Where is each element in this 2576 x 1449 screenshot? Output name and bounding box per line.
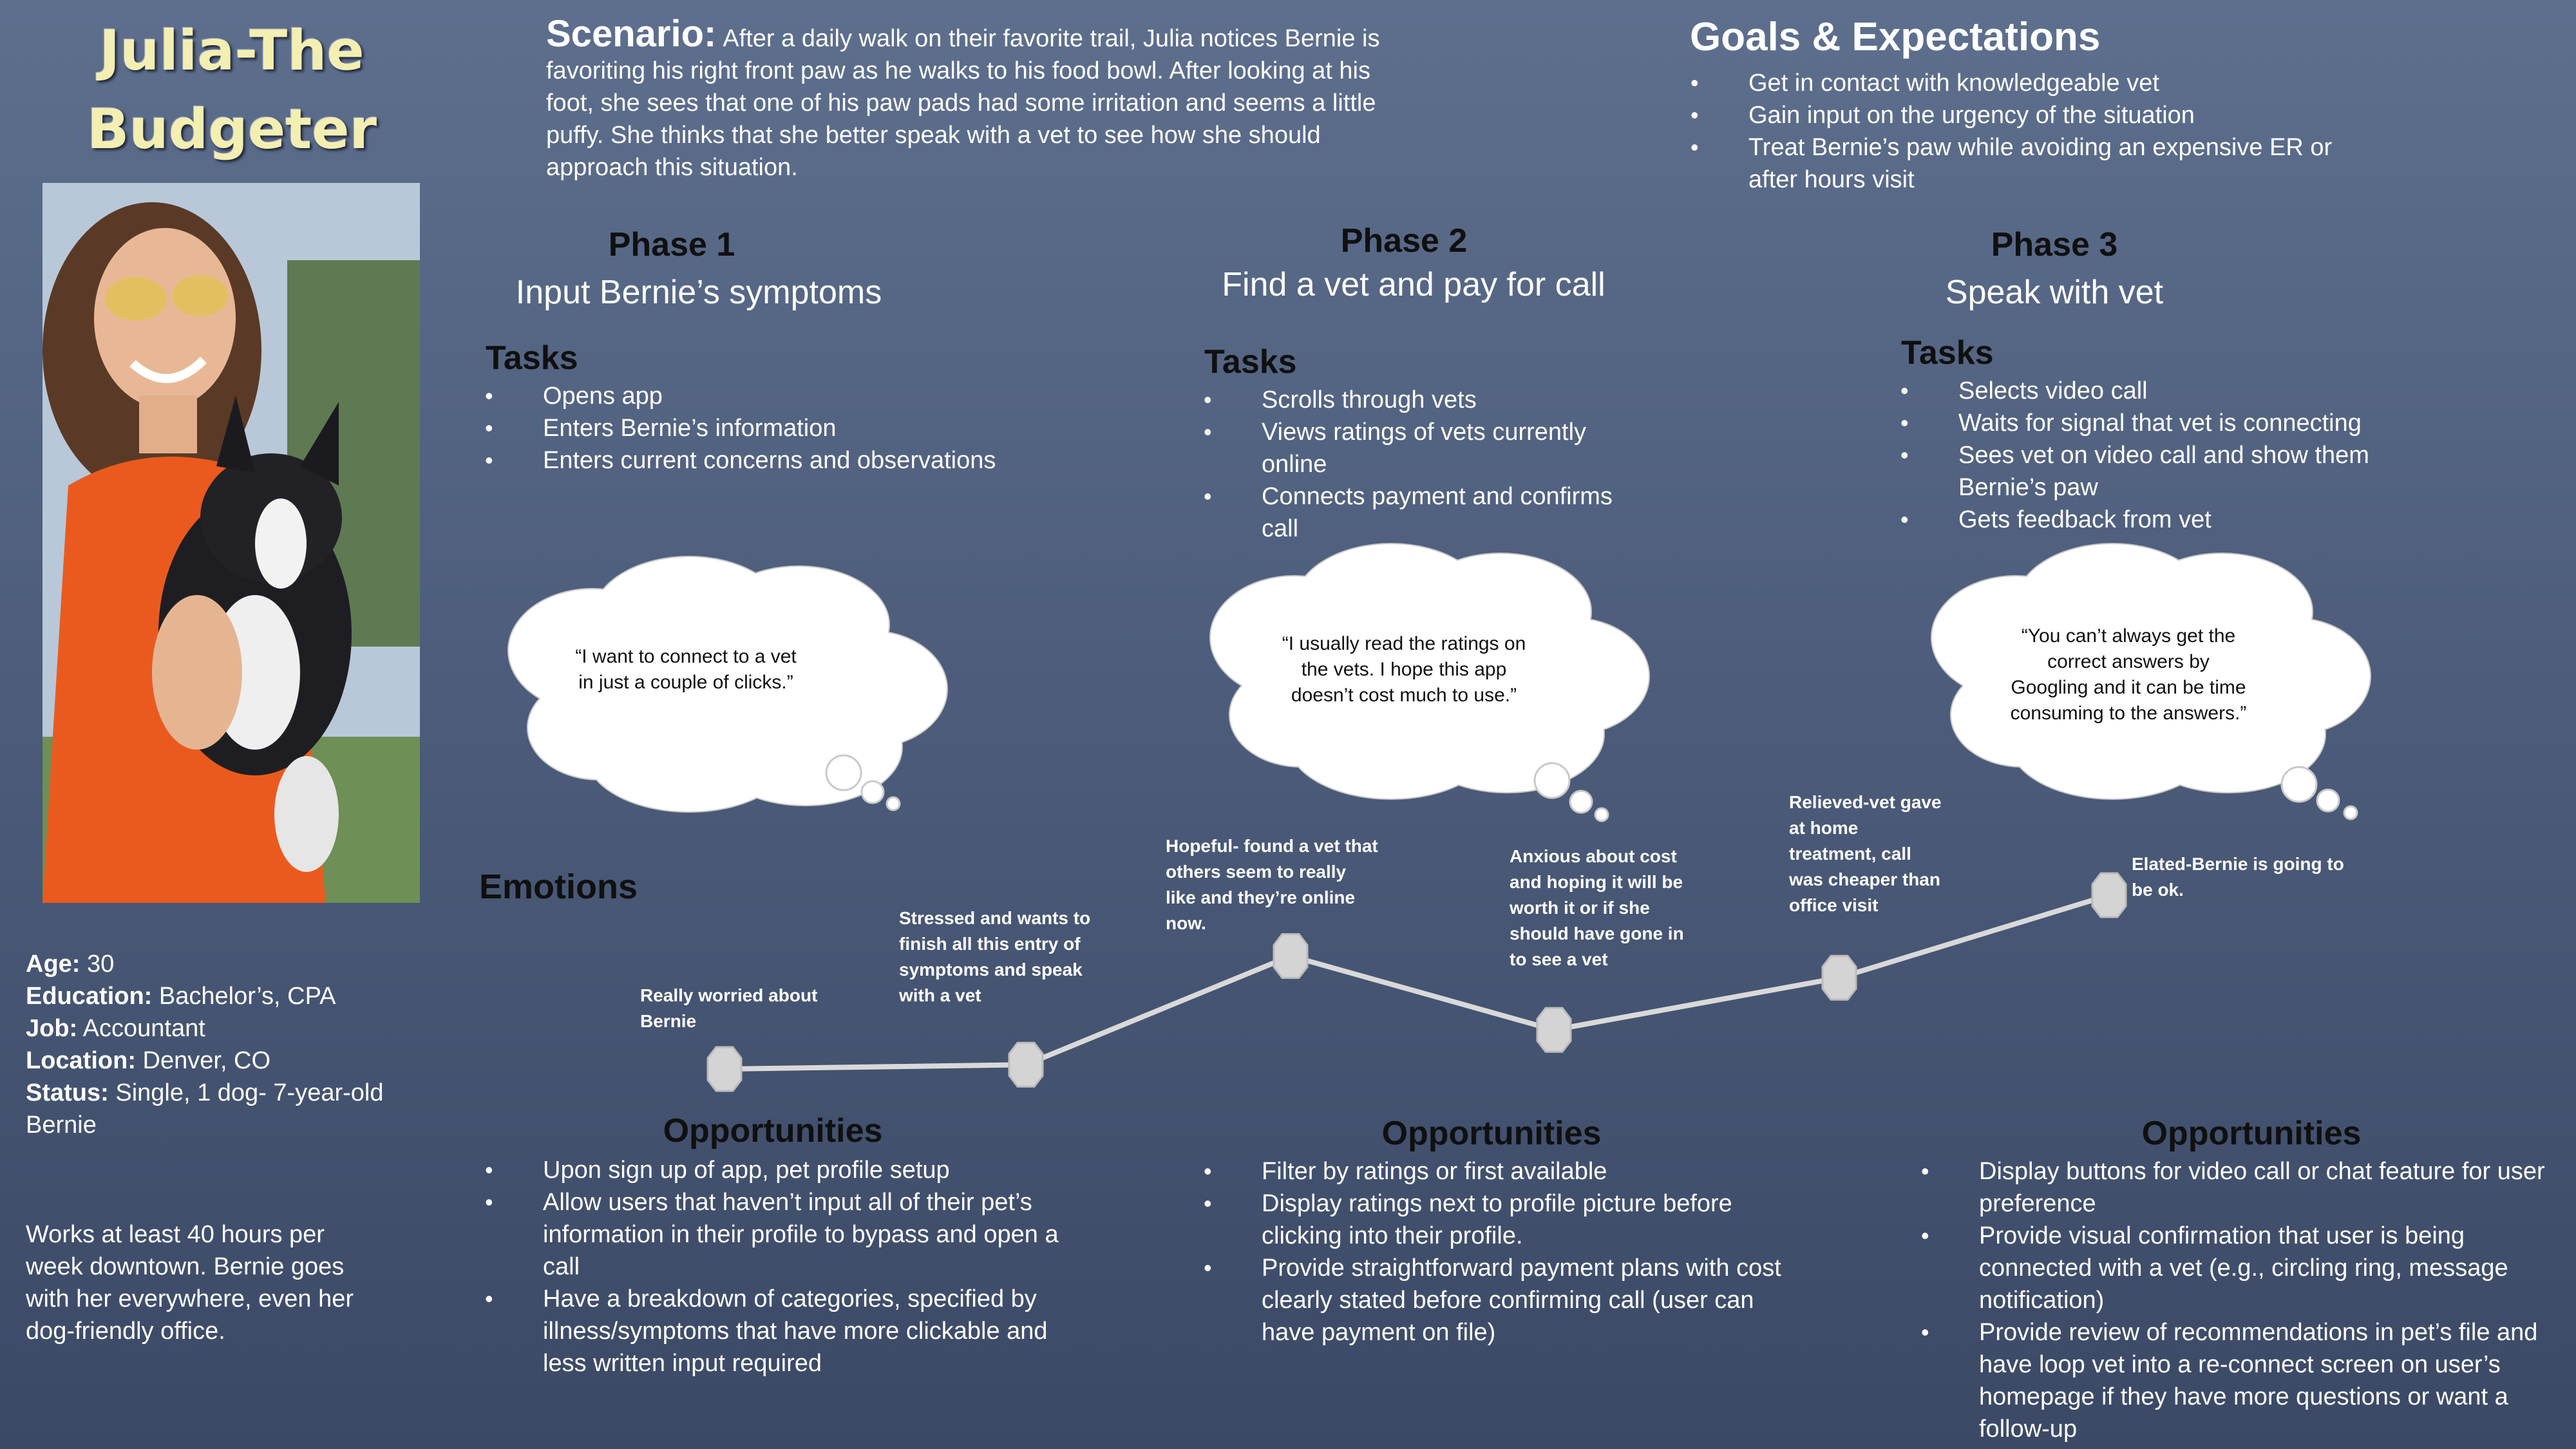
- task-item: Enters Bernie’s information: [482, 412, 1113, 444]
- opportunity-item: Allow users that haven’t input all of th…: [482, 1186, 1087, 1283]
- demo-education-label: Education:: [26, 983, 153, 1010]
- demo-age-value: 30: [80, 951, 115, 978]
- emotion-point-1: [706, 1046, 743, 1092]
- persona-title: Julia-The Budgeter: [39, 12, 425, 169]
- demo-education: Education: Bachelor’s, CPA: [26, 980, 386, 1012]
- task-item: Sees vet on video call and show them Ber…: [1897, 439, 2387, 504]
- phase-2-quote: “I usually read the ratings on the vets.…: [1282, 633, 1526, 706]
- demo-job: Job: Accountant: [26, 1012, 386, 1045]
- persona-bio: Works at least 40 hours per week downtow…: [26, 1221, 354, 1345]
- emotion-label-6: Elated-Bernie is going to be ok.: [2132, 854, 2344, 900]
- emotion-curve: [706, 872, 2127, 1092]
- phase-3-quote: “You can’t always get the correct answer…: [2010, 625, 2247, 724]
- emotion-point-2: [1008, 1041, 1044, 1088]
- task-item: Enters current concerns and observations: [482, 444, 1113, 477]
- goals-list: Get in contact with knowledgeable vet Ga…: [1687, 67, 2383, 196]
- persona-photo-illustration: [43, 183, 420, 903]
- persona-title-line2: Budgeter: [86, 97, 377, 162]
- phase-3-number: Phase 3: [1991, 226, 2118, 263]
- phase-2-name: Find a vet and pay for call: [1222, 266, 1605, 303]
- demo-job-value: Accountant: [77, 1015, 205, 1042]
- goal-item: Gain input on the urgency of the situati…: [1687, 99, 2383, 131]
- opportunity-item: Display buttons for video call or chat f…: [1918, 1155, 2562, 1220]
- emotion-label-4: Anxious about cost and hoping it will be…: [1510, 846, 1684, 969]
- opportunity-item: Provide straightforward payment plans wi…: [1200, 1252, 1793, 1349]
- demo-status-value: Single, 1 dog- 7-year-old Bernie: [26, 1079, 384, 1139]
- demo-location-label: Location:: [26, 1047, 136, 1074]
- phase-1-task-list: Opens app Enters Bernie’s information En…: [482, 380, 1113, 477]
- demo-status: Status: Single, 1 dog- 7-year-old Bernie: [26, 1077, 386, 1141]
- emotion-label-5: Relieved-vet gave at home treatment, cal…: [1789, 792, 1942, 915]
- thought-bubble-3: [1931, 543, 2371, 820]
- demo-status-label: Status:: [26, 1079, 109, 1106]
- task-item: Selects video call: [1897, 375, 2387, 407]
- task-item: Views ratings of vets currently online: [1200, 416, 1651, 480]
- scenario-heading: Scenario:: [546, 13, 717, 55]
- phase-2-tasks-heading: Tasks: [1204, 343, 1297, 381]
- opportunity-item: Upon sign up of app, pet profile setup: [482, 1154, 1087, 1186]
- goals-heading: Goals & Expectations: [1690, 15, 2101, 59]
- goal-item: Treat Bernie’s paw while avoiding an exp…: [1687, 131, 2383, 196]
- task-item: Connects payment and confirms call: [1200, 480, 1651, 545]
- opportunity-item: Have a breakdown of categories, specifie…: [482, 1283, 1087, 1379]
- phase-2-task-list: Scrolls through vets Views ratings of ve…: [1200, 384, 1651, 545]
- task-item: Gets feedback from vet: [1897, 504, 2387, 536]
- task-item: Scrolls through vets: [1200, 384, 1651, 416]
- scenario: Scenario:After a daily walk on their fav…: [546, 15, 1403, 184]
- opportunity-item: Display ratings next to profile picture …: [1200, 1188, 1793, 1252]
- phase-2-opportunities-heading: Opportunities: [1381, 1115, 1602, 1152]
- thought-bubble-1: [507, 556, 948, 813]
- phase-3-opportunities-heading: Opportunities: [2141, 1115, 2362, 1152]
- demo-location: Location: Denver, CO: [26, 1045, 386, 1077]
- emotion-label-1: Really worried about Bernie: [640, 985, 818, 1031]
- phase-2-opportunity-list: Filter by ratings or first available Dis…: [1200, 1155, 1793, 1349]
- emotion-point-3: [1273, 933, 1309, 979]
- phase-1-quote: “I want to connect to a vet in just a co…: [575, 646, 797, 693]
- phase-3-name: Speak with vet: [1945, 274, 2164, 311]
- emotion-point-4: [1536, 1007, 1572, 1053]
- phase-3-task-list: Selects video call Waits for signal that…: [1897, 375, 2387, 536]
- phase-1-opportunity-list: Upon sign up of app, pet profile setup A…: [482, 1154, 1087, 1379]
- thought-bubble-2: [1209, 543, 1650, 822]
- emotion-line: [724, 893, 2110, 1072]
- demo-age-label: Age:: [26, 951, 80, 978]
- goal-item: Get in contact with knowledgeable vet: [1687, 67, 2383, 99]
- phase-3-tasks-heading: Tasks: [1901, 334, 1994, 372]
- emotion-label-3: Hopeful- found a vet that others seem to…: [1166, 836, 1378, 933]
- demo-location-value: Denver, CO: [135, 1047, 271, 1074]
- scenario-text: After a daily walk on their favorite tra…: [546, 25, 1380, 181]
- opportunity-item: Provide visual confirmation that user is…: [1918, 1220, 2562, 1316]
- phase-1-name: Input Bernie’s symptoms: [515, 274, 882, 311]
- phase-3-opportunity-list: Display buttons for video call or chat f…: [1918, 1155, 2562, 1445]
- task-item: Waits for signal that vet is connecting: [1897, 407, 2387, 439]
- demo-age: Age: 30: [26, 948, 386, 980]
- emotion-point-5: [1821, 954, 1857, 1001]
- opportunity-item: Provide review of recommendations in pet…: [1918, 1316, 2562, 1445]
- emotion-point-6: [2091, 872, 2127, 918]
- persona-title-line1: Julia-The: [99, 19, 365, 83]
- persona-demographics: Age: 30 Education: Bachelor’s, CPA Job: …: [26, 948, 386, 1141]
- phase-1-opportunities-heading: Opportunities: [663, 1112, 883, 1150]
- persona-photo: [43, 183, 420, 903]
- opportunity-item: Filter by ratings or first available: [1200, 1155, 1793, 1188]
- task-item: Opens app: [482, 380, 1113, 412]
- phase-2-number: Phase 2: [1340, 222, 1468, 260]
- demo-education-value: Bachelor’s, CPA: [152, 983, 336, 1010]
- demo-job-label: Job:: [26, 1015, 78, 1042]
- emotions-heading: Emotions: [479, 867, 638, 906]
- emotion-label-2: Stressed and wants to finish all this en…: [899, 908, 1091, 1005]
- phase-1-number: Phase 1: [608, 226, 735, 263]
- phase-1-tasks-heading: Tasks: [486, 339, 578, 377]
